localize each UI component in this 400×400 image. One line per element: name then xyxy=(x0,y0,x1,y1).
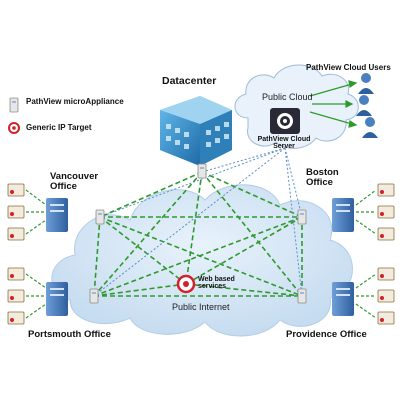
cloud-users-label: PathView Cloud Users xyxy=(306,63,391,72)
server-icon xyxy=(46,198,68,232)
cloud-server-label: PathView Cloud Server xyxy=(257,136,311,151)
web-services-label: Web based services xyxy=(198,276,235,291)
boston-office-label: Boston Office xyxy=(306,167,339,188)
user-icon xyxy=(358,73,374,94)
legend-target-label: Generic IP Target xyxy=(26,123,92,132)
target-icon xyxy=(8,122,20,134)
user-arrows xyxy=(309,80,358,128)
target-icon xyxy=(176,274,196,294)
appliance-icon xyxy=(297,209,307,225)
vancouver-office-label: Vancouver Office xyxy=(50,171,99,192)
appliance-icon xyxy=(95,209,105,225)
mesh-links xyxy=(93,171,303,297)
server-icon xyxy=(270,108,300,134)
public-internet-cloud xyxy=(51,184,353,337)
user-icon xyxy=(356,95,372,116)
datacenter-label: Datacenter xyxy=(162,75,217,87)
appliance-icon xyxy=(9,97,19,113)
portsmouth-office-label: Portsmouth Office xyxy=(28,329,111,340)
building-icon xyxy=(160,96,232,166)
server-icon xyxy=(46,282,68,316)
legend-appliance-label: PathView microAppliance xyxy=(26,97,124,106)
public-cloud-shape xyxy=(234,64,359,149)
providence-office-label: Providence Office xyxy=(286,329,367,340)
server-icon xyxy=(332,198,354,232)
device-status-dots xyxy=(10,190,384,322)
appliance-icon xyxy=(297,288,307,304)
user-icon xyxy=(362,117,378,138)
appliance-icon xyxy=(197,163,207,179)
printer-icon xyxy=(7,183,395,325)
public-internet-label: Public Internet xyxy=(172,302,230,312)
cloud-links xyxy=(93,147,303,297)
appliance-icon xyxy=(89,288,99,304)
office-device-links xyxy=(25,189,377,319)
public-cloud-label: Public Cloud xyxy=(262,92,313,102)
server-icon xyxy=(332,282,354,316)
